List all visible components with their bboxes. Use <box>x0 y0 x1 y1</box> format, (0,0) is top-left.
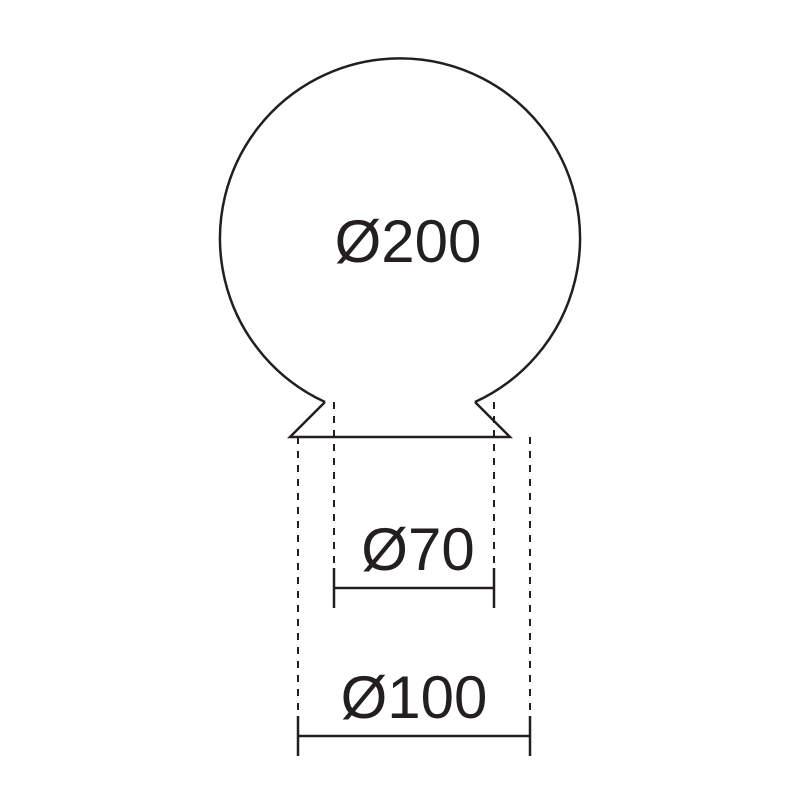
globe-outline <box>218 57 582 404</box>
globe-diameter-label: Ø200 <box>335 208 482 275</box>
inner-neck-diameter-label: Ø70 <box>361 516 474 583</box>
outer-neck-diameter-label: Ø100 <box>341 664 488 731</box>
globe-collar <box>286 401 514 439</box>
